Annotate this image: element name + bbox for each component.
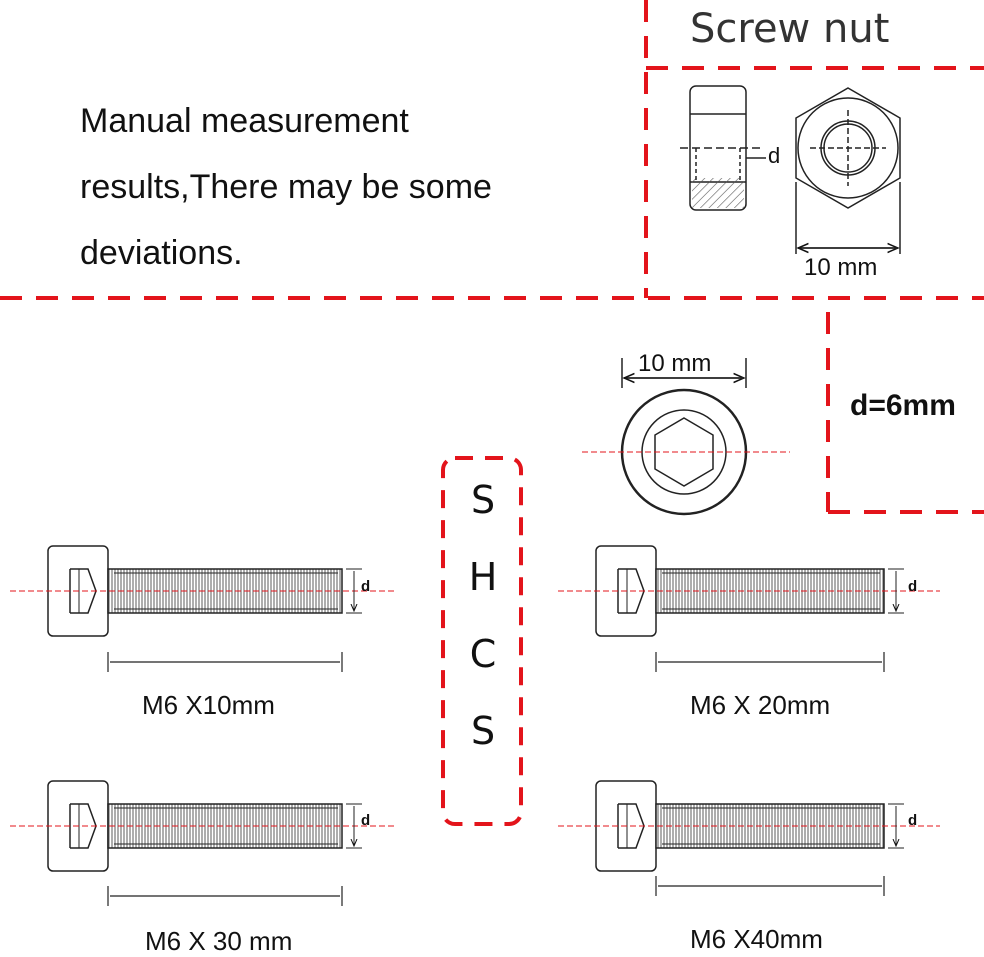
shcs-label: S H C S bbox=[445, 462, 521, 770]
shcs-frame bbox=[441, 456, 523, 826]
bolt-d-label-2: d bbox=[908, 578, 918, 595]
bolt-d-label-1: d bbox=[361, 578, 371, 595]
diameter-spec: d=6mm bbox=[850, 389, 956, 422]
divider-lines bbox=[0, 0, 984, 514]
head-width-label: 10 mm bbox=[638, 350, 712, 377]
bolt-2 bbox=[558, 545, 940, 672]
shcs-letter: S bbox=[470, 478, 496, 522]
nut-width-label: 10 mm bbox=[804, 254, 878, 281]
measurement-note: Manual measurement results,There may be … bbox=[80, 88, 492, 286]
head-top-view bbox=[582, 358, 790, 516]
nut-front-view bbox=[795, 87, 901, 254]
bolt-label-3: M6 X 30 mm bbox=[145, 926, 293, 956]
nut-side-view bbox=[680, 85, 766, 211]
note-line-3: deviations. bbox=[80, 234, 243, 272]
shcs-letter: S bbox=[470, 709, 496, 753]
bolt-label-2: M6 X 20mm bbox=[690, 690, 831, 720]
bolt-d-label-4: d bbox=[908, 812, 918, 829]
note-line-2: results,There may be some bbox=[80, 168, 492, 206]
bolt-label-4: M6 X40mm bbox=[690, 924, 823, 954]
nut-title: Screw nut bbox=[690, 6, 890, 52]
bolt-4 bbox=[558, 780, 940, 896]
shcs-letter: H bbox=[468, 555, 498, 599]
bolt-d-label-3: d bbox=[361, 812, 371, 829]
bolt-1 bbox=[10, 545, 395, 672]
nut-d-label: d bbox=[768, 143, 781, 168]
bolt-3 bbox=[10, 780, 395, 906]
shcs-letter: C bbox=[469, 632, 497, 676]
bolt-drawings bbox=[10, 545, 940, 906]
note-line-1: Manual measurement bbox=[80, 102, 409, 140]
bolt-label-1: M6 X10mm bbox=[142, 690, 275, 720]
